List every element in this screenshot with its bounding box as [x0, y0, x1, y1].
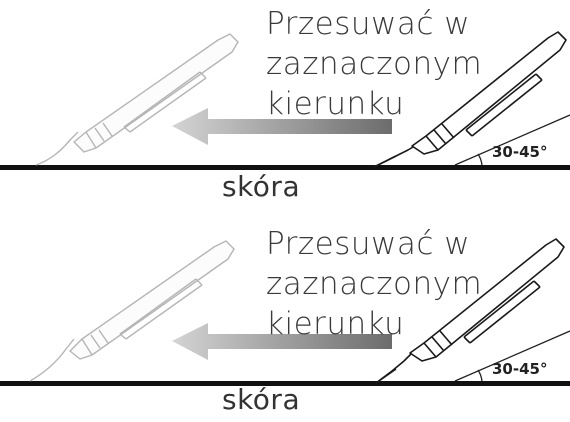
dermaplaning-tool-icon: [375, 238, 565, 384]
angle-indicator-icon: [454, 114, 570, 166]
angle-label: 30-45°: [492, 143, 548, 161]
scene-drawing: [0, 238, 570, 386]
skin-line: [0, 381, 570, 386]
instruction-panel-top: Przesuwać w zaznaczonym kierunku 30-45° …: [0, 6, 570, 203]
scene-drawing: [0, 31, 570, 170]
skin-label: skóra: [222, 170, 301, 203]
movement-instruction: Przesuwać w zaznaczonym kierunku: [266, 226, 483, 342]
direction-arrow: [172, 323, 392, 360]
skin-label: skóra: [222, 383, 301, 416]
ghost-tool-icon: [35, 33, 239, 166]
instruction-panel-bottom: Przesuwać w zaznaczonym kierunku 30-45° …: [0, 211, 570, 422]
direction-arrow: [172, 108, 392, 145]
movement-instruction: Przesuwać w zaznaczonym kierunku: [266, 6, 483, 122]
dermaplaning-tool-icon: [373, 31, 567, 168]
skin-line: [0, 165, 570, 170]
ghost-tool-icon: [29, 240, 235, 382]
angle-indicator-icon: [454, 330, 570, 382]
angle-label: 30-45°: [492, 360, 548, 378]
